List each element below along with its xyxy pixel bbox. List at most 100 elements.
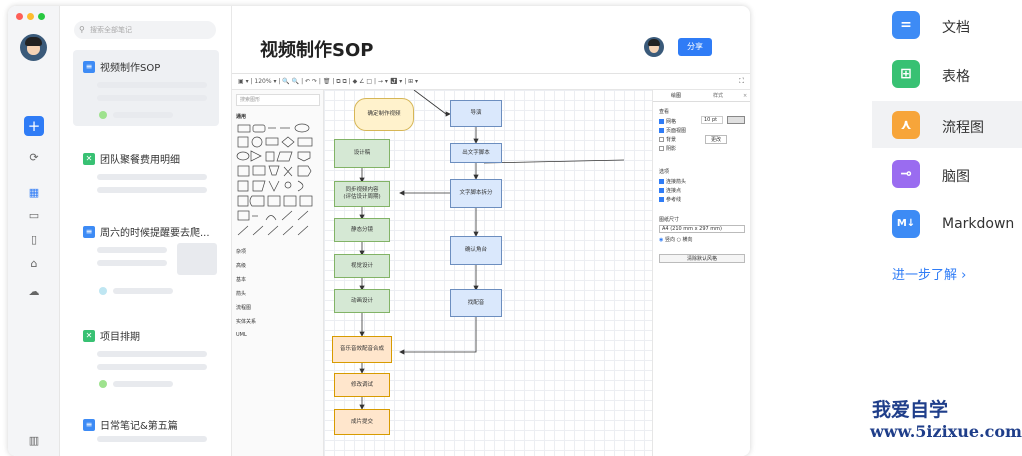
flow-node[interactable]: 同步视频内容 (评估设计周期) [334,181,390,207]
connector-lines [359,90,625,410]
flow-node[interactable]: 音乐音效配音合成 [332,336,392,363]
collaborator-avatar[interactable] [644,37,664,57]
placeholder-line [97,260,167,266]
folder-icon[interactable]: ▭ [28,209,40,222]
flow-node-start[interactable]: 确定制作视频 [354,98,414,131]
guides-checkbox[interactable]: 参考线 [659,196,681,203]
placeholder-line [97,247,167,253]
flow-node[interactable]: 修改调试 [334,373,390,397]
flow-node[interactable]: 动画设计 [334,289,390,313]
flow-node[interactable]: 出文字脚本 [450,143,502,163]
fullscreen-icon[interactable]: ⛶ [739,77,744,85]
shape-category[interactable]: 通用 [236,114,247,120]
image-thumbnail-icon [177,243,217,275]
shadow-checkbox[interactable]: 阴影 [659,145,676,152]
reset-style-button[interactable]: 清除默认风格 [659,254,745,263]
placeholder-line [97,351,207,357]
orientation-radio[interactable]: ◉ 竖向 ○ 横向 [659,237,693,243]
close-icon[interactable]: × [743,93,748,99]
share-button[interactable]: 分享 [678,38,712,56]
flow-node[interactable]: 找配音 [450,289,502,317]
search-icon: ⚲ [79,25,85,34]
list-item[interactable]: ✕项目排期 [73,319,219,395]
flow-node[interactable]: 静态分镜 [334,218,390,242]
placeholder-line [97,95,207,101]
user-avatar[interactable] [20,34,47,61]
list-item-title: ✕团队聚餐费用明细 [83,151,180,166]
sidebar-toggle-icon[interactable]: ▥ [28,434,40,447]
list-item[interactable]: ≡周六的时候提醒要去爬... [73,215,219,305]
list-item-title: ≡视频制作SOP [83,59,160,74]
maximize-dot[interactable] [38,13,45,20]
sync-icon[interactable]: ⟳ [29,151,39,164]
grid-size-input[interactable]: 10 pt [701,116,723,124]
nav-rail: + ⟳ ▦ ▭ ▯ ⌂ ☁ ▥ [8,6,60,456]
change-button[interactable]: 更改 [705,135,728,144]
connection-arrows-checkbox[interactable]: 连接箭头 [659,178,686,185]
diagram-canvas[interactable]: 确定制作视频 导演 设计稿 出文字脚本 同步视频内容 (评估设计周期) 文字脚本… [324,90,652,456]
shape-category[interactable]: UML [236,332,247,338]
flowchart-icon: ⋏ [892,111,920,139]
list-item[interactable]: ✕团队聚餐费用明细 [73,142,219,202]
status-dot [99,111,107,119]
shape-category[interactable]: 实体关系 [236,319,257,325]
menu-item-doc[interactable]: = 文档 [872,2,1022,46]
doc-icon: ≡ [83,225,95,238]
close-dot[interactable] [16,13,23,20]
flow-node[interactable]: 成片提交 [334,409,390,435]
list-item[interactable]: ≡视频制作SOP [73,50,219,126]
section-paper-size: 图纸尺寸 [659,217,680,223]
markdown-icon: M↓ [892,210,920,238]
flow-node[interactable]: 设计稿 [334,139,390,168]
list-item[interactable]: ≡日常笔记&第五篇 [73,408,219,448]
trash-icon[interactable]: ⌂ [30,257,38,270]
status-dot [99,380,107,388]
tab-style[interactable]: 样式 [713,93,724,99]
grid-icon[interactable]: ▦ [28,186,40,199]
page-view-checkbox[interactable]: 页面视图 [659,127,686,134]
list-item-title: ≡周六的时候提醒要去爬... [83,224,210,239]
paper-size-select[interactable]: A4 (210 mm x 297 mm) [659,225,745,233]
flow-node[interactable]: 文字脚本拆分 [450,179,502,208]
doc-icon: ≡ [83,60,95,73]
bookmark-icon[interactable]: ▯ [30,233,38,246]
flow-node[interactable]: 视觉设计 [334,254,390,278]
doc-icon: = [892,11,920,39]
shape-category[interactable]: 高级 [236,263,247,269]
shape-palette[interactable] [236,123,322,243]
menu-item-markdown[interactable]: M↓ Markdown [872,201,1022,245]
watermark-url: www.5izixue.com [870,422,1022,441]
menu-item-flowchart[interactable]: ⋏ 流程图 [872,101,1022,148]
flow-node[interactable]: 导演 [450,100,502,127]
sheet-icon: ✕ [83,152,95,165]
main-pane: 视频制作SOP 分享 ▣ ▾ | 120% ▾ | 🔍 🔍 | ↶ ↷ | 🗑 … [232,6,750,456]
tab-diagram[interactable]: 绘图 [671,93,682,99]
flow-node[interactable]: 确认角台 [450,236,502,265]
shapes-search-input[interactable]: 搜索图形 [236,94,320,106]
window-controls [16,13,45,20]
menu-item-label: Markdown [942,216,1015,232]
learn-more-link[interactable]: 进一步了解 › [892,268,967,283]
minimize-dot[interactable] [27,13,34,20]
menu-item-mindmap[interactable]: ⊸ 脑图 [872,151,1022,195]
background-checkbox[interactable]: 背景 [659,136,676,143]
sheet-icon: ✕ [83,329,95,342]
grid-color-swatch[interactable] [727,116,745,124]
connection-points-checkbox[interactable]: 连接点 [659,187,681,194]
grid-checkbox[interactable]: 网格 [659,118,676,125]
placeholder-line [97,364,207,370]
search-placeholder: 搜索全部笔记 [90,26,132,34]
shape-category[interactable]: 基本 [236,277,247,283]
placeholder-line [97,187,207,193]
placeholder-line [113,112,173,118]
mindmap-icon: ⊸ [892,160,920,188]
search-input[interactable]: ⚲ 搜索全部笔记 [74,21,216,39]
placeholder-line [97,82,207,88]
shape-category[interactable]: 杂项 [236,249,247,255]
shape-category[interactable]: 流程图 [236,305,252,311]
new-note-button[interactable]: + [24,116,44,136]
menu-item-sheet[interactable]: ⊞ 表格 [872,51,1022,95]
cloud-icon[interactable]: ☁ [28,285,40,298]
shape-category[interactable]: 箭头 [236,291,247,297]
editor-toolbar[interactable]: ▣ ▾ | 120% ▾ | 🔍 🔍 | ↶ ↷ | 🗑 | ⧉ ⧉ | ◆ ∠… [232,74,750,90]
